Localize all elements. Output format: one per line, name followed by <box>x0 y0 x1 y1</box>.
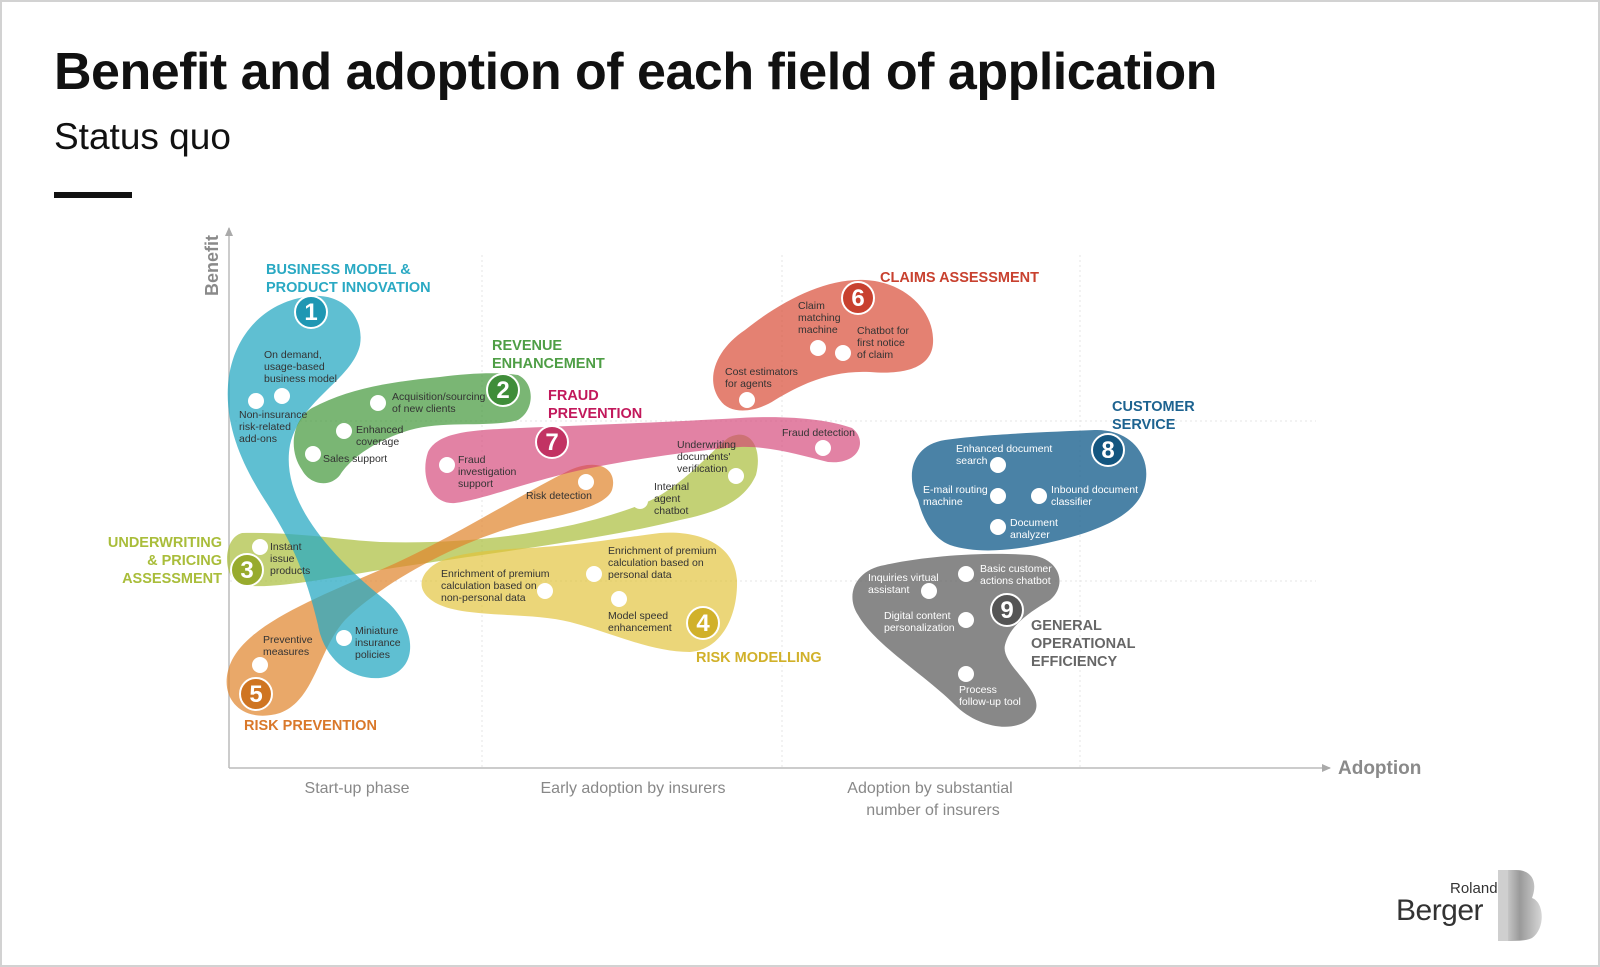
blob-underwriting <box>227 434 758 587</box>
title-underwriting-1: UNDERWRITING <box>108 535 222 551</box>
title-business-model-2: PRODUCT INNOVATION <box>266 280 431 296</box>
badge-6: 6 <box>851 285 864 312</box>
logo-line-berger: Berger <box>1396 894 1484 927</box>
blob-risk-prevention <box>226 464 614 716</box>
blob-customer-service <box>911 429 1147 551</box>
blob-revenue <box>293 373 531 484</box>
logo-b-mark-icon <box>1498 870 1542 941</box>
logo-line-roland: Roland <box>1450 880 1498 897</box>
title-customer-service-2: SERVICE <box>1112 417 1176 433</box>
title-fraud-1: FRAUD <box>548 388 599 404</box>
badge-1: 1 <box>304 299 317 326</box>
badge-9: 9 <box>1000 597 1013 624</box>
phase-early: Early adoption by insurers <box>541 780 726 797</box>
title-business-model-1: BUSINESS MODEL & <box>266 262 411 278</box>
blob-fraud <box>425 417 860 504</box>
badge-4: 4 <box>696 610 710 637</box>
blob-business-model <box>227 295 411 679</box>
item-dots <box>248 340 1047 682</box>
title-customer-service-1: CUSTOMER <box>1112 399 1195 415</box>
label-risk-detection: Risk detection <box>526 490 592 502</box>
title-underline <box>54 192 132 198</box>
title-risk-modelling: RISK MODELLING <box>696 650 822 666</box>
title-revenue-1: REVENUE <box>492 338 562 354</box>
phase-startup: Start-up phase <box>305 780 410 797</box>
title-general-efficiency-3: EFFICIENCY <box>1031 654 1118 670</box>
roland-berger-logo: Roland Berger <box>1388 866 1548 946</box>
badge-7: 7 <box>545 429 558 456</box>
phase-substantial-2: number of insurers <box>866 802 999 819</box>
page-subtitle: Status quo <box>54 116 231 157</box>
phase-substantial-1: Adoption by substantial <box>847 780 1012 797</box>
title-general-efficiency-2: OPERATIONAL <box>1031 636 1136 652</box>
y-axis-label: Benefit <box>202 235 222 296</box>
badge-8: 8 <box>1101 437 1114 464</box>
title-general-efficiency-1: GENERAL <box>1031 618 1102 634</box>
badge-2: 2 <box>496 377 509 404</box>
title-fraud-2: PREVENTION <box>548 406 642 422</box>
title-revenue-2: ENHANCEMENT <box>492 356 605 372</box>
label-sales-support: Sales support <box>323 453 387 465</box>
label-fraud-detection: Fraud detection <box>782 427 855 439</box>
blob-risk-modelling <box>421 532 738 652</box>
title-risk-prevention: RISK PREVENTION <box>244 718 377 734</box>
badge-5: 5 <box>249 681 262 708</box>
badge-3: 3 <box>240 557 253 584</box>
title-claims: CLAIMS ASSESSMENT <box>880 270 1039 286</box>
page-title: Benefit and adoption of each field of ap… <box>54 43 1217 101</box>
title-underwriting-2: & PRICING <box>147 553 222 569</box>
title-underwriting-3: ASSESSMENT <box>122 571 222 587</box>
x-axis-label: Adoption <box>1338 758 1421 779</box>
